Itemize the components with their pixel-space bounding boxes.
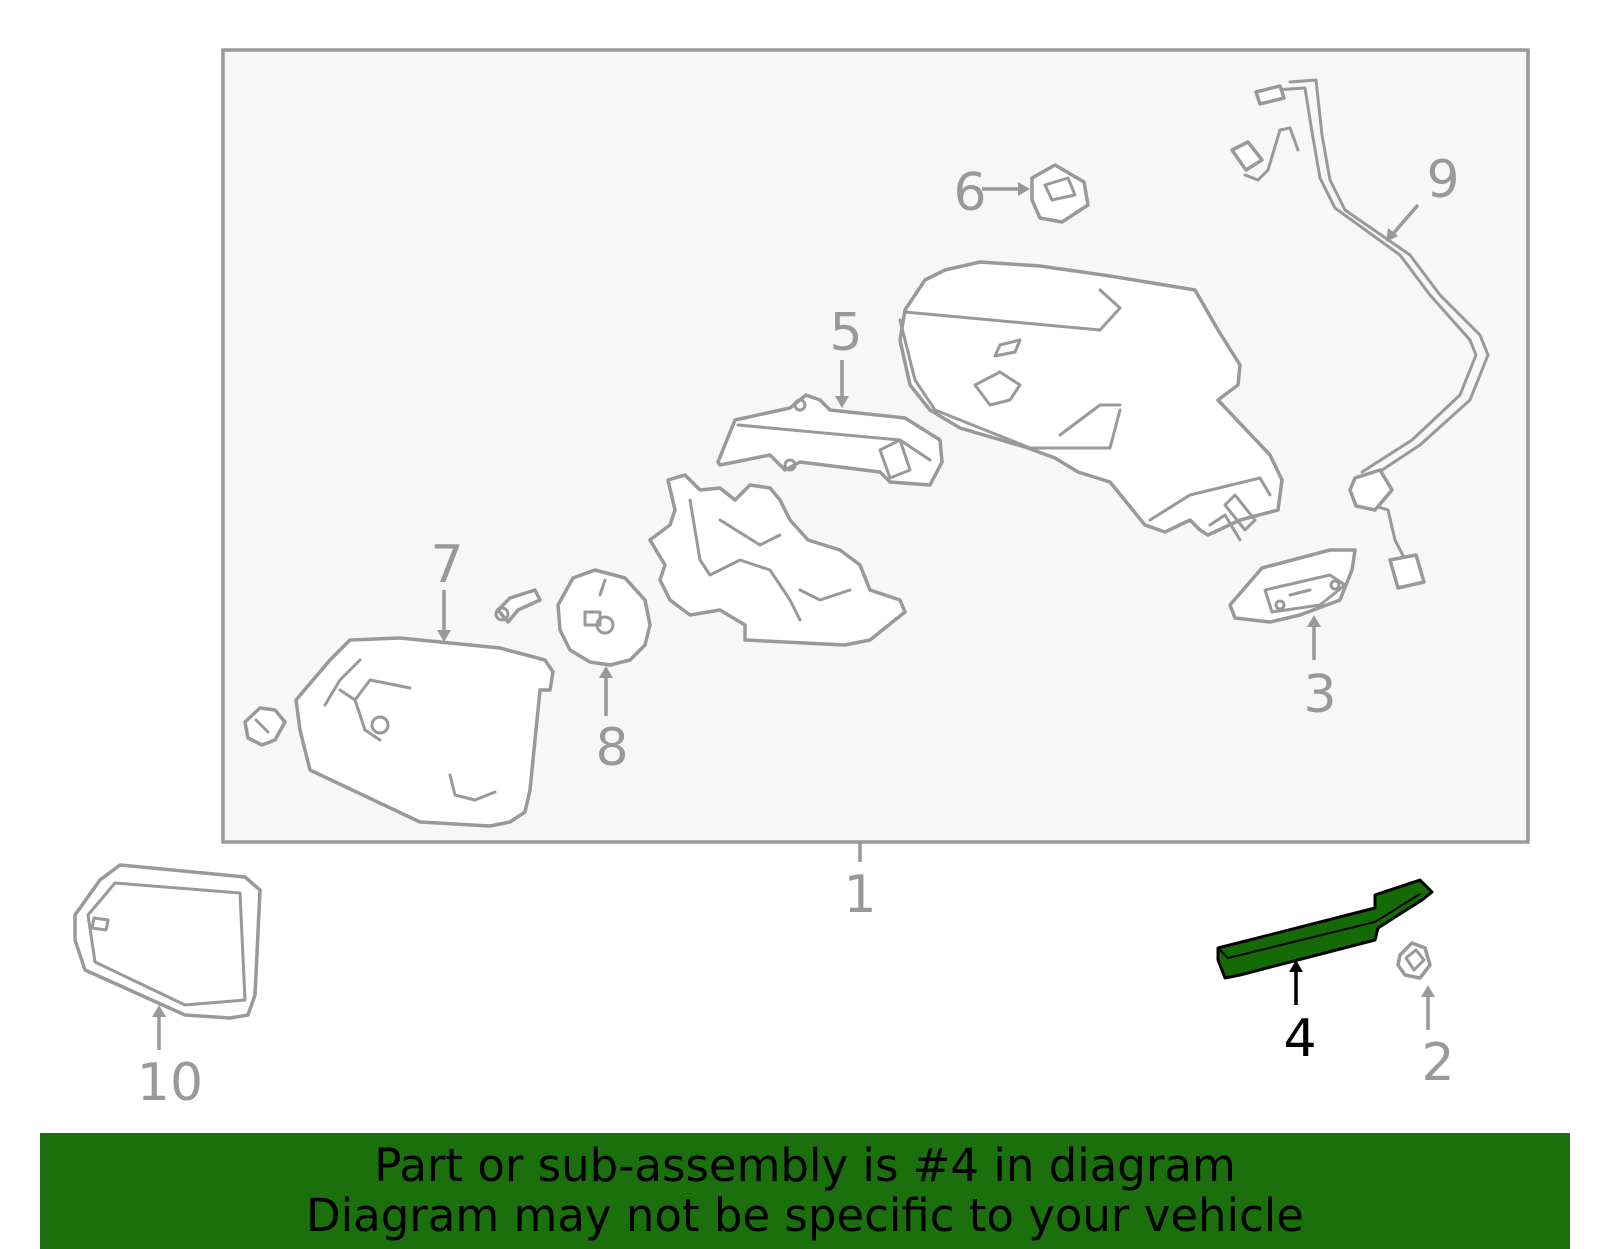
- callout-5: 5: [829, 303, 862, 363]
- notice-banner: Part or sub-assembly is #4 in diagram Di…: [40, 1133, 1570, 1249]
- mirror-housing: [898, 260, 1284, 542]
- part-7-glass-holder: [243, 590, 555, 828]
- part-8-motor: [494, 568, 652, 716]
- callout-3: 3: [1303, 665, 1336, 725]
- mirror-actuator: [648, 473, 907, 647]
- callout-7: 7: [430, 535, 463, 595]
- callout-10: 10: [137, 1053, 203, 1113]
- part-4-highlighted-bracket: [1216, 878, 1434, 1005]
- callout-1: 1: [843, 865, 876, 925]
- part-10-mirror-glass: [73, 863, 262, 1050]
- callout-4: 4: [1283, 1009, 1316, 1069]
- callout-2: 2: [1421, 1033, 1454, 1093]
- part-3-cover: [1228, 548, 1357, 660]
- callout-8: 8: [595, 718, 628, 778]
- part-9-harness: [1230, 78, 1490, 590]
- part-6-clip: [982, 163, 1090, 224]
- banner-line-1: Part or sub-assembly is #4 in diagram: [374, 1139, 1236, 1192]
- part-2-nut: [1396, 941, 1435, 1030]
- callout-6: 6: [953, 163, 986, 223]
- part-5-turn-signal: [716, 360, 944, 487]
- banner-line-2: Diagram may not be specific to your vehi…: [306, 1189, 1304, 1242]
- callout-9: 9: [1426, 150, 1459, 210]
